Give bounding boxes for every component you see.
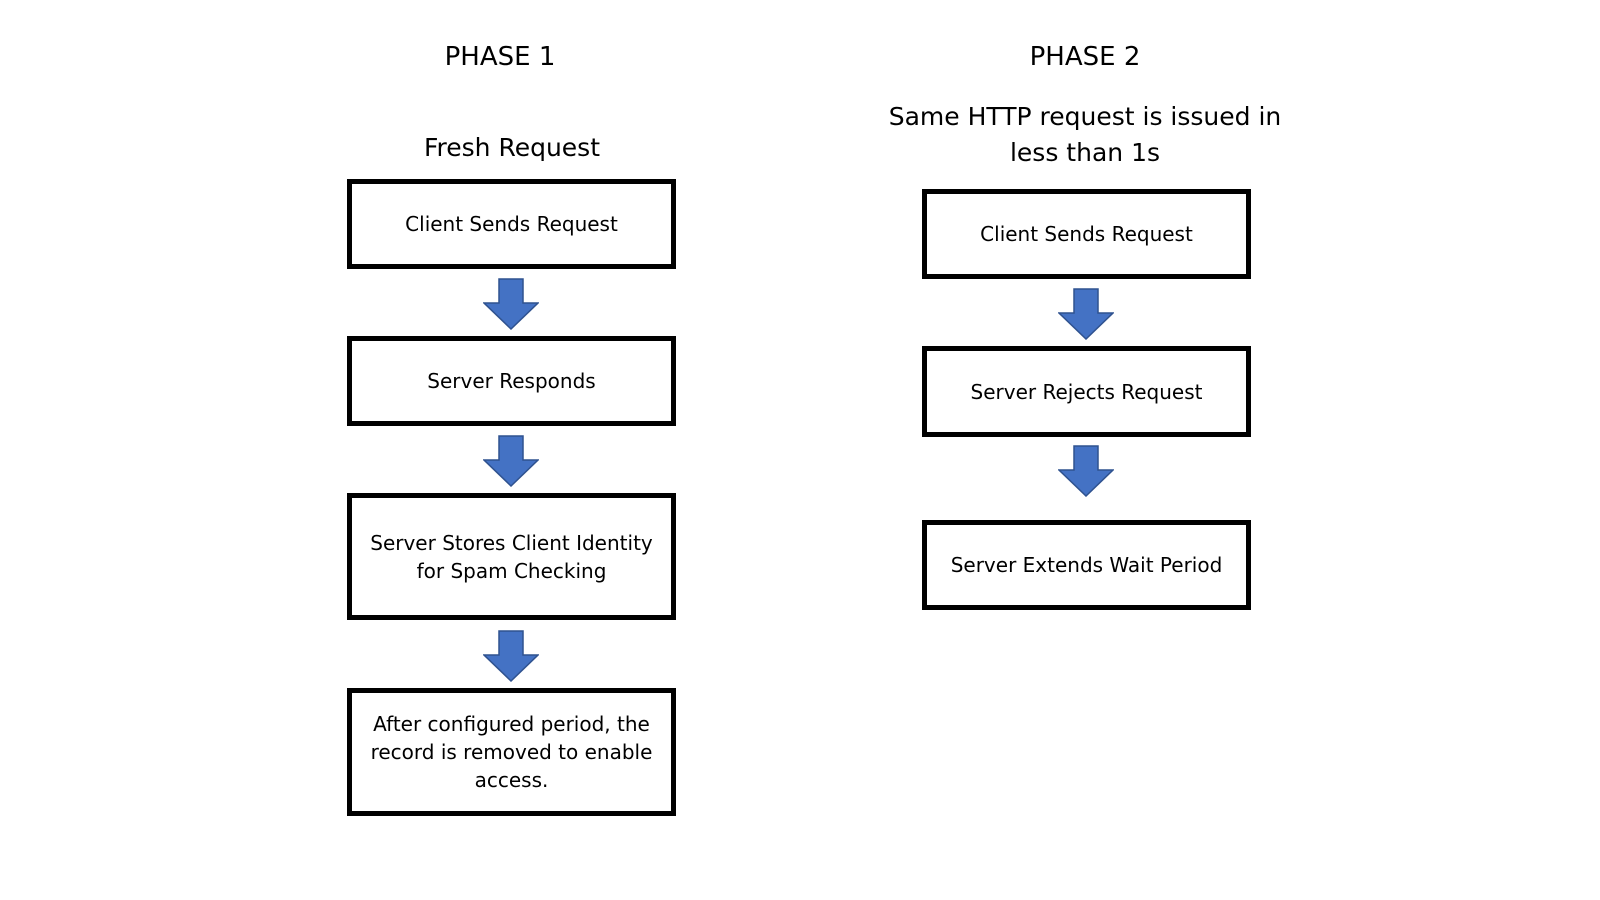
phase-1-arrow-3-icon: [483, 630, 539, 682]
phase-2-subtitle: Same HTTP request is issued in less than…: [888, 102, 1282, 167]
phase-2-arrow-2-icon: [1058, 445, 1114, 497]
phase-1-step-3-box: Server Stores Client Identity for Spam C…: [347, 493, 676, 620]
phase-2-step-3-label: Server Extends Wait Period: [950, 553, 1223, 577]
phase-1-step-1-box: Client Sends Request: [347, 179, 676, 269]
phase-1-arrow-2-icon: [483, 435, 539, 487]
phase-1-title: PHASE 1: [444, 42, 556, 72]
phase-2-arrow-1-icon: [1058, 288, 1114, 340]
phase-1-step-1-label: Client Sends Request: [405, 212, 618, 236]
phase-2-step-3-box: Server Extends Wait Period: [922, 520, 1251, 610]
phase-1-arrow-1-icon: [483, 278, 539, 330]
phase-2-step-1-label: Client Sends Request: [980, 222, 1193, 246]
phase-2-step-2-label: Server Rejects Request: [970, 379, 1203, 404]
phase-1-step-4-box: After configured period, the record is r…: [347, 688, 676, 816]
phase-2-step-2-box: Server Rejects Request: [922, 346, 1251, 437]
phase-1-subtitle: Fresh Request: [423, 133, 601, 162]
phase-1-step-4-label: After configured period, the record is r…: [370, 712, 653, 792]
phase-2-step-1-box: Client Sends Request: [922, 189, 1251, 279]
phase-1-step-2-label: Server Responds: [427, 369, 596, 393]
phase-2-title: PHASE 2: [1029, 42, 1141, 72]
phase-1-step-2-box: Server Responds: [347, 336, 676, 426]
phase-1-step-3-label: Server Stores Client Identity for Spam C…: [370, 530, 653, 583]
